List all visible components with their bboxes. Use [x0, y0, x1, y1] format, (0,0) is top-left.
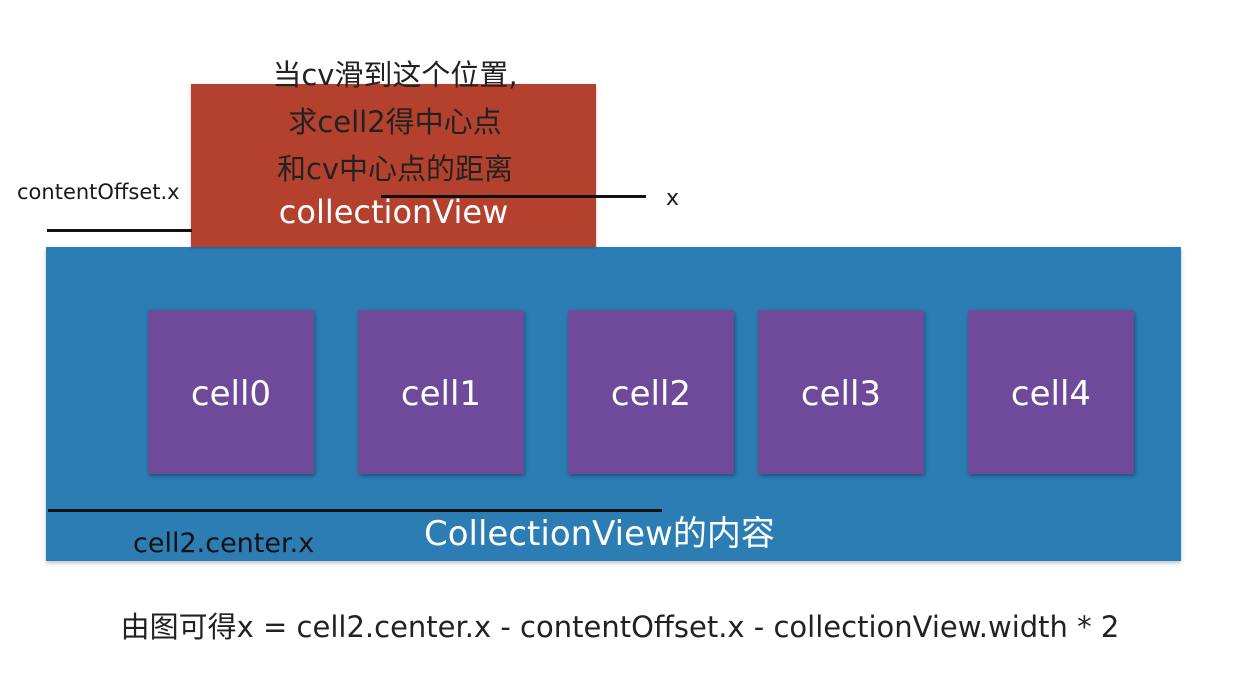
question-text-line-2: 求cell2得中心点: [288, 105, 502, 139]
content-label: CollectionView的内容: [424, 514, 775, 554]
collectionview-label: collectionView: [278, 193, 509, 231]
cell-4-label: cell4: [1010, 374, 1092, 414]
cell-2-label: cell2: [610, 374, 692, 414]
cell-2: cell2: [568, 310, 734, 474]
collectionview-frame: [191, 84, 596, 247]
question-text-line-1: 当cv滑到这个位置,: [272, 58, 518, 92]
cell-0: cell0: [148, 310, 314, 474]
formula-text: 由图可得x = cell2.center.x - contentOffset.x…: [120, 610, 1120, 644]
cell-center-label: cell2.center.x: [133, 528, 315, 559]
cell-0-label: cell0: [190, 374, 272, 414]
cell-1-label: cell1: [400, 374, 482, 414]
cell-1: cell1: [358, 310, 524, 474]
x-distance-line: [381, 195, 646, 198]
cell-center-line: [48, 509, 662, 512]
cell-3-label: cell3: [800, 374, 882, 414]
cell-3: cell3: [758, 310, 924, 474]
question-text-line-3: 和cv中心点的距离: [276, 152, 514, 186]
x-label: x: [666, 186, 680, 211]
content-offset-label: contentOffset.x: [17, 180, 180, 204]
content-offset-line: [47, 229, 192, 232]
cell-4: cell4: [968, 310, 1134, 474]
